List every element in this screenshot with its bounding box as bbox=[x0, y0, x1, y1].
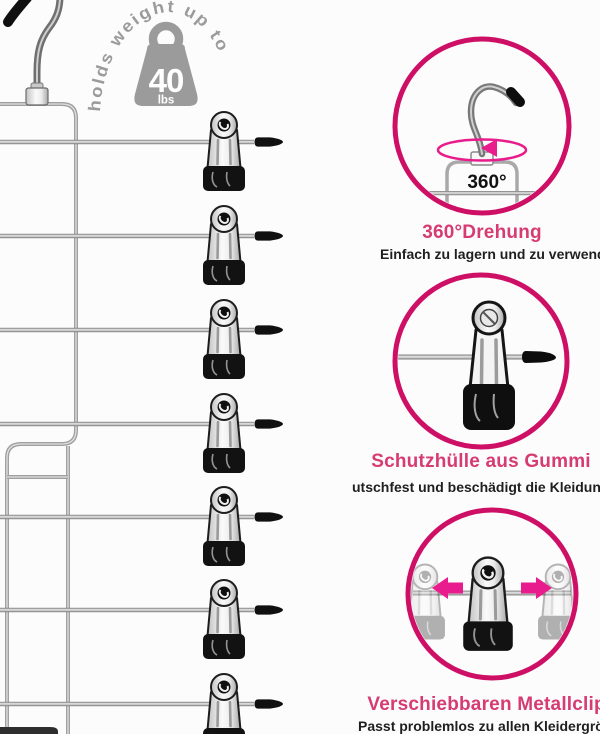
rod-end-tip bbox=[254, 605, 283, 615]
hanger-hook-icon bbox=[3, 0, 64, 106]
hanger-tier-1 bbox=[0, 110, 283, 193]
feature-ring bbox=[405, 507, 579, 681]
pant-clip bbox=[201, 485, 247, 568]
hanger-tier-7 bbox=[0, 672, 283, 734]
slide-left-arrow-icon bbox=[432, 577, 463, 599]
rotation-ellipse-arrow bbox=[436, 138, 528, 162]
tiered-pants-hanger bbox=[0, 0, 283, 734]
badge-unit: lbs bbox=[158, 95, 175, 107]
hanger-frame-upper bbox=[0, 102, 78, 734]
feature-title-rubber: Schutzhülle aus Gummi bbox=[371, 451, 591, 472]
hanger-tier-5 bbox=[0, 485, 283, 568]
slide-right-arrow-icon bbox=[521, 577, 552, 599]
weight-icon-body bbox=[134, 44, 198, 106]
rotating-hook-icon: 360° bbox=[398, 83, 566, 210]
pant-clip bbox=[201, 298, 247, 381]
hanger-tier-2 bbox=[0, 204, 283, 287]
feature-title-sliding: Verschiebbaren Metallclips bbox=[367, 694, 600, 715]
hanger-tier-4 bbox=[0, 392, 283, 475]
rubber-sleeve bbox=[463, 384, 515, 430]
feature-description-rotation: Einfach zu lagern und zu verwenden bbox=[380, 246, 600, 262]
rod-end-tip bbox=[254, 137, 283, 147]
feature-circle-rubber bbox=[392, 272, 570, 450]
rod-end-tip bbox=[254, 419, 283, 429]
feature-circle-sliding bbox=[405, 507, 579, 681]
rotation-degree-label: 360° bbox=[467, 172, 506, 193]
feature-circle-rotation: 360° bbox=[392, 36, 572, 216]
hook-rubber-tip bbox=[3, 0, 32, 27]
pant-clip bbox=[201, 110, 247, 193]
sliding-clips-icon bbox=[411, 556, 573, 653]
hanger-tier-6 bbox=[0, 578, 283, 661]
pant-clip bbox=[201, 204, 247, 287]
hanger-tier-3 bbox=[0, 298, 283, 381]
feature-description-rubber: utschfest und beschädigt die Kleidung ni… bbox=[352, 479, 600, 495]
pant-clip bbox=[201, 578, 247, 661]
hook-swivel-joint bbox=[25, 87, 49, 106]
feature-ring bbox=[392, 36, 572, 216]
weight-capacity-badge: holds weight up to 40 lbs bbox=[85, 0, 232, 112]
badge-value: 40 bbox=[149, 62, 184, 99]
rod-end-tip bbox=[254, 231, 283, 241]
feature-description-sliding: Passt problemlos zu allen Kleidergrößen bbox=[358, 718, 600, 734]
rod-end-tip bbox=[254, 512, 283, 522]
rubber-clip-icon bbox=[398, 300, 556, 430]
center-clip bbox=[461, 556, 515, 653]
pant-clip bbox=[201, 672, 247, 734]
pant-clip bbox=[201, 392, 247, 475]
feature-ring bbox=[392, 272, 570, 450]
hanger-bottom-bar bbox=[0, 727, 58, 734]
rod-end-tip bbox=[254, 325, 283, 335]
rod-end-tip bbox=[254, 699, 283, 709]
feature-title-rotation: 360°Drehung bbox=[422, 222, 542, 243]
rotation-arrowhead-icon bbox=[481, 139, 497, 157]
rod-end-tip bbox=[522, 351, 556, 363]
